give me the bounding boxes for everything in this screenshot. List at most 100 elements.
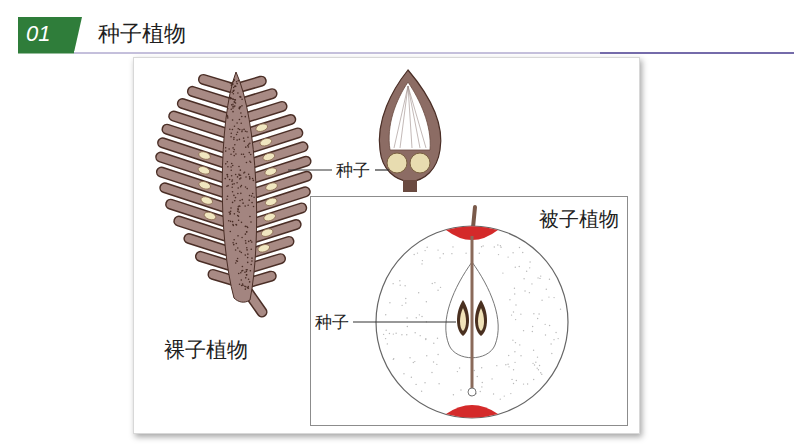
flesh-dot xyxy=(433,361,434,362)
flesh-dot xyxy=(465,252,466,253)
scale-base xyxy=(403,180,417,192)
flesh-dot xyxy=(502,272,503,273)
axis-texture xyxy=(239,206,241,208)
flesh-dot xyxy=(513,383,514,384)
flesh-dot xyxy=(422,260,423,261)
flesh-dot xyxy=(480,391,481,392)
axis-texture xyxy=(244,156,246,158)
flesh-dot xyxy=(514,293,515,294)
axis-texture xyxy=(248,146,250,148)
flesh-dot xyxy=(406,334,407,335)
axis-texture xyxy=(238,211,240,213)
flesh-dot xyxy=(451,253,452,254)
flesh-dot xyxy=(549,325,550,326)
flesh-dot xyxy=(537,356,538,357)
tab-fill xyxy=(18,17,82,51)
flesh-dot xyxy=(419,314,420,315)
axis-texture xyxy=(237,260,239,262)
flesh-dot xyxy=(414,332,415,333)
axis-texture xyxy=(247,137,249,139)
axis-texture xyxy=(250,154,252,156)
flesh-dot xyxy=(443,253,444,254)
axis-texture xyxy=(232,98,234,100)
flesh-dot xyxy=(560,308,561,309)
flesh-dot xyxy=(437,338,438,339)
cone-seed xyxy=(264,197,278,207)
axis-texture xyxy=(230,169,232,171)
axis-texture xyxy=(244,205,246,207)
flesh-dot xyxy=(522,252,523,253)
axis-texture xyxy=(248,241,250,243)
axis-texture xyxy=(237,247,239,249)
flesh-dot xyxy=(508,355,509,356)
axis-texture xyxy=(235,197,237,199)
flesh-dot xyxy=(395,333,396,334)
axis-texture xyxy=(229,231,231,233)
flesh-dot xyxy=(497,244,498,245)
axis-texture xyxy=(231,186,233,188)
axis-texture xyxy=(247,287,249,289)
flesh-dot xyxy=(512,252,513,253)
flesh-dot xyxy=(393,333,394,334)
cone-scale xyxy=(255,208,302,223)
axis-texture xyxy=(241,237,243,239)
flesh-dot xyxy=(425,338,426,339)
flesh-dot xyxy=(548,296,549,297)
flesh-dot xyxy=(511,379,512,380)
flesh-dot xyxy=(550,343,551,344)
cone-seed xyxy=(197,165,211,175)
axis-texture xyxy=(249,281,251,283)
cone-seed xyxy=(255,123,269,133)
flesh-dot xyxy=(533,350,534,351)
flesh-dot xyxy=(413,254,414,255)
axis-texture xyxy=(237,208,239,210)
cone-scale-outline xyxy=(252,241,289,253)
axis-texture xyxy=(232,147,234,149)
flesh-dot xyxy=(383,334,384,335)
axis-texture xyxy=(235,262,237,264)
axis-texture xyxy=(241,129,243,131)
axis-texture xyxy=(246,231,248,233)
axis-texture xyxy=(231,163,233,165)
axis-texture xyxy=(233,151,235,153)
flesh-dot xyxy=(545,334,546,335)
axis-texture xyxy=(240,106,242,108)
axis-texture xyxy=(239,96,241,98)
flesh-dot xyxy=(411,377,412,378)
apple-skin-bottom xyxy=(446,405,498,418)
flesh-dot xyxy=(540,275,541,276)
axis-texture xyxy=(248,278,250,280)
axis-texture xyxy=(225,147,227,149)
flesh-dot xyxy=(526,271,527,272)
core-strand xyxy=(471,236,474,392)
axis-texture xyxy=(250,240,252,242)
scale-seed xyxy=(410,153,430,173)
cone-scale xyxy=(182,104,227,118)
axis-texture xyxy=(243,137,245,139)
axis-texture xyxy=(233,195,235,197)
flesh-dot xyxy=(437,354,438,355)
axis-texture xyxy=(233,137,235,139)
axis-texture xyxy=(226,115,228,117)
flesh-dot xyxy=(520,355,521,356)
axis-texture xyxy=(236,134,238,136)
axis-texture xyxy=(237,210,239,212)
flesh-dot xyxy=(533,379,534,380)
flesh-dot xyxy=(551,353,552,354)
flesh-dot xyxy=(537,318,538,319)
flesh-dot xyxy=(532,363,533,364)
axis-texture xyxy=(251,257,253,259)
axis-texture xyxy=(246,269,248,271)
axis-texture xyxy=(248,287,250,289)
axis-texture xyxy=(226,115,228,117)
flesh-dot xyxy=(426,301,427,302)
axis-texture xyxy=(241,199,243,201)
flesh-dot xyxy=(524,290,525,291)
cone-axis xyxy=(222,72,256,302)
axis-texture xyxy=(227,195,229,197)
axis-texture xyxy=(240,96,242,98)
axis-texture xyxy=(229,179,231,181)
cone-scale xyxy=(245,106,282,118)
axis-texture xyxy=(234,200,236,202)
axis-texture xyxy=(239,129,241,131)
